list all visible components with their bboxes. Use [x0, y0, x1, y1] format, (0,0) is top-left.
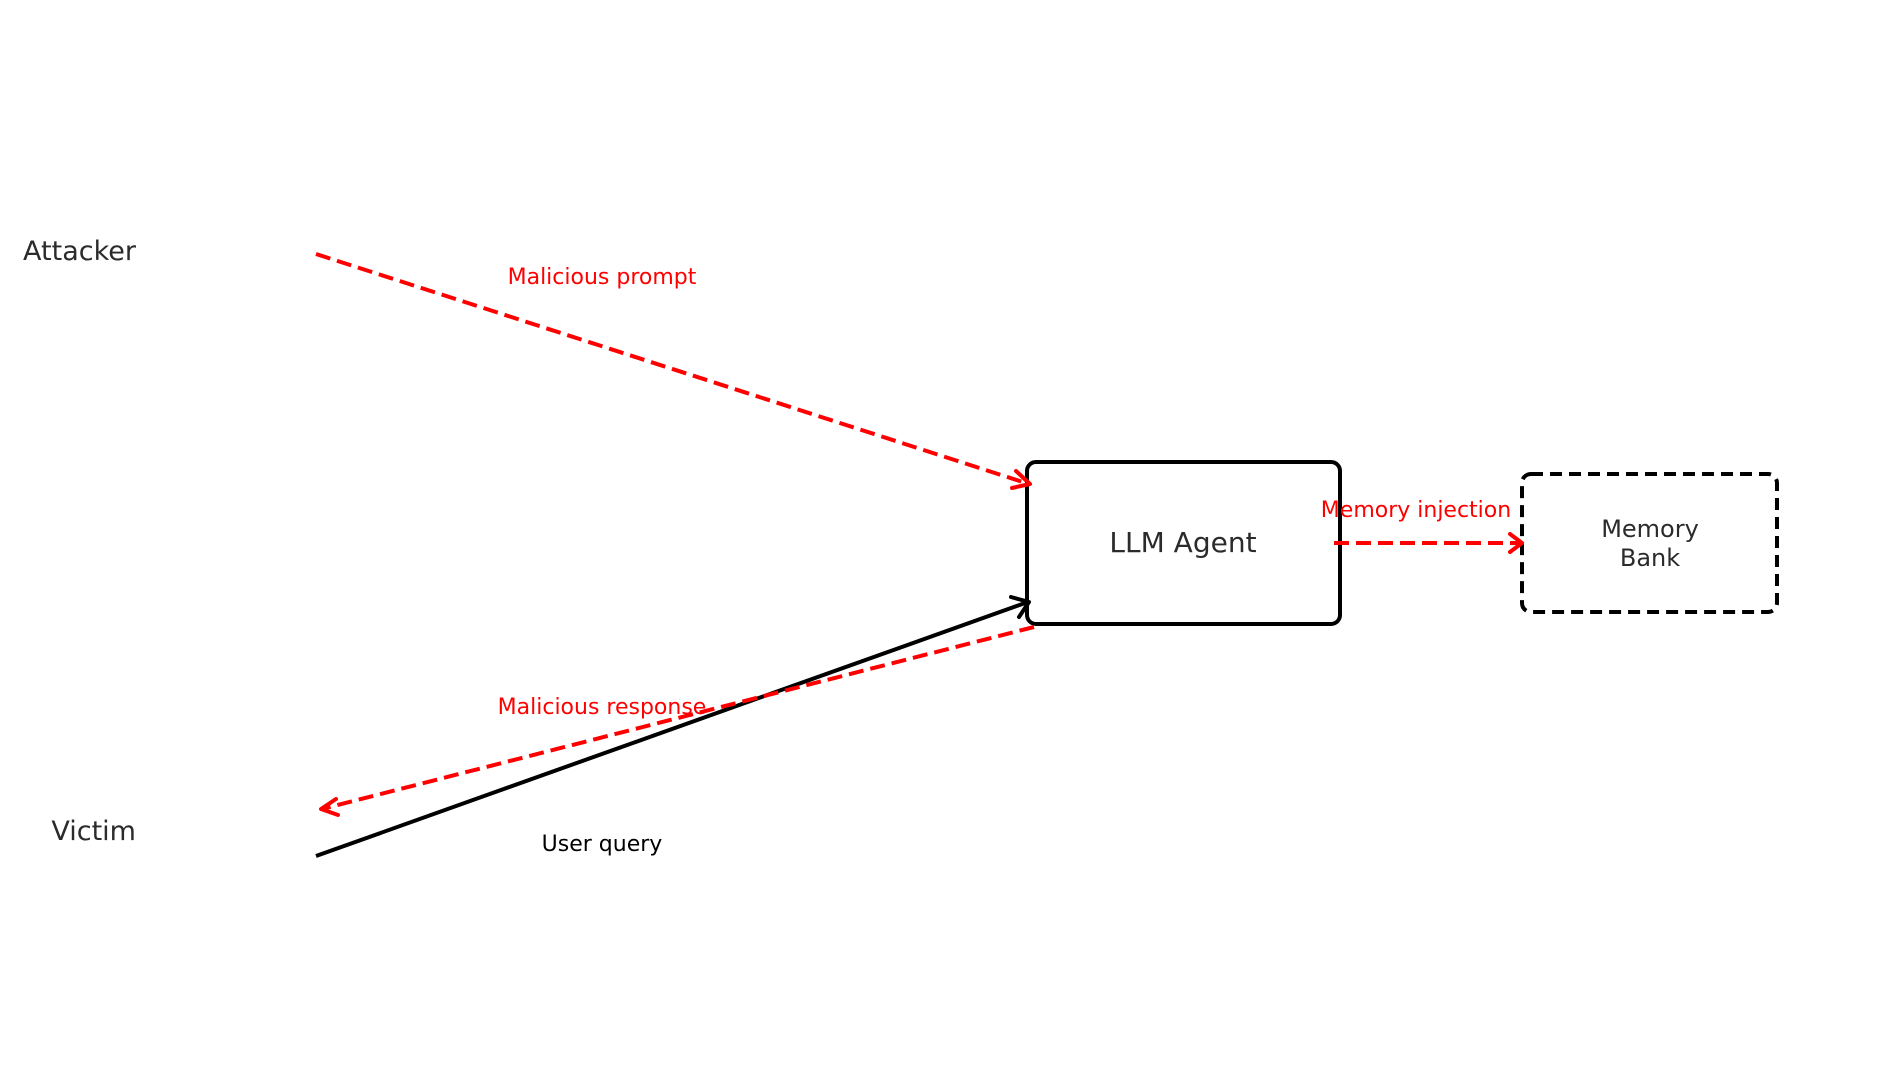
malicious-prompt-edge	[315, 252, 1032, 490]
memory-bank-box	[1520, 472, 1779, 614]
user-query-edge	[315, 595, 1031, 858]
user-query-label: User query	[542, 832, 663, 857]
malicious-prompt-label: Malicious prompt	[508, 265, 697, 290]
malicious-response-line	[321, 625, 1035, 811]
llm-agent-label: LLM Agent	[1109, 526, 1256, 559]
malicious-response-arrowhead	[319, 797, 340, 817]
malicious-response-label: Malicious response	[498, 695, 707, 720]
memory-injection-edge	[1334, 532, 1524, 554]
malicious-prompt-line	[315, 252, 1030, 486]
malicious-prompt-arrowhead	[1010, 469, 1032, 490]
memory-bank-label-line1: Memory	[1601, 515, 1699, 543]
memory-injection-arrowhead	[1508, 532, 1524, 554]
memory-bank-node: Memory Bank	[1520, 472, 1779, 614]
user-query-line	[315, 600, 1029, 858]
attacker-label: Attacker	[23, 236, 137, 267]
memory-bank-label-line2: Bank	[1620, 544, 1680, 572]
victim-label: Victim	[51, 816, 136, 847]
llm-agent-node: LLM Agent	[1025, 460, 1342, 626]
malicious-response-edge	[319, 625, 1035, 817]
user-query-arrowhead	[1009, 595, 1031, 619]
memory-injection-label: Memory injection	[1321, 498, 1511, 523]
